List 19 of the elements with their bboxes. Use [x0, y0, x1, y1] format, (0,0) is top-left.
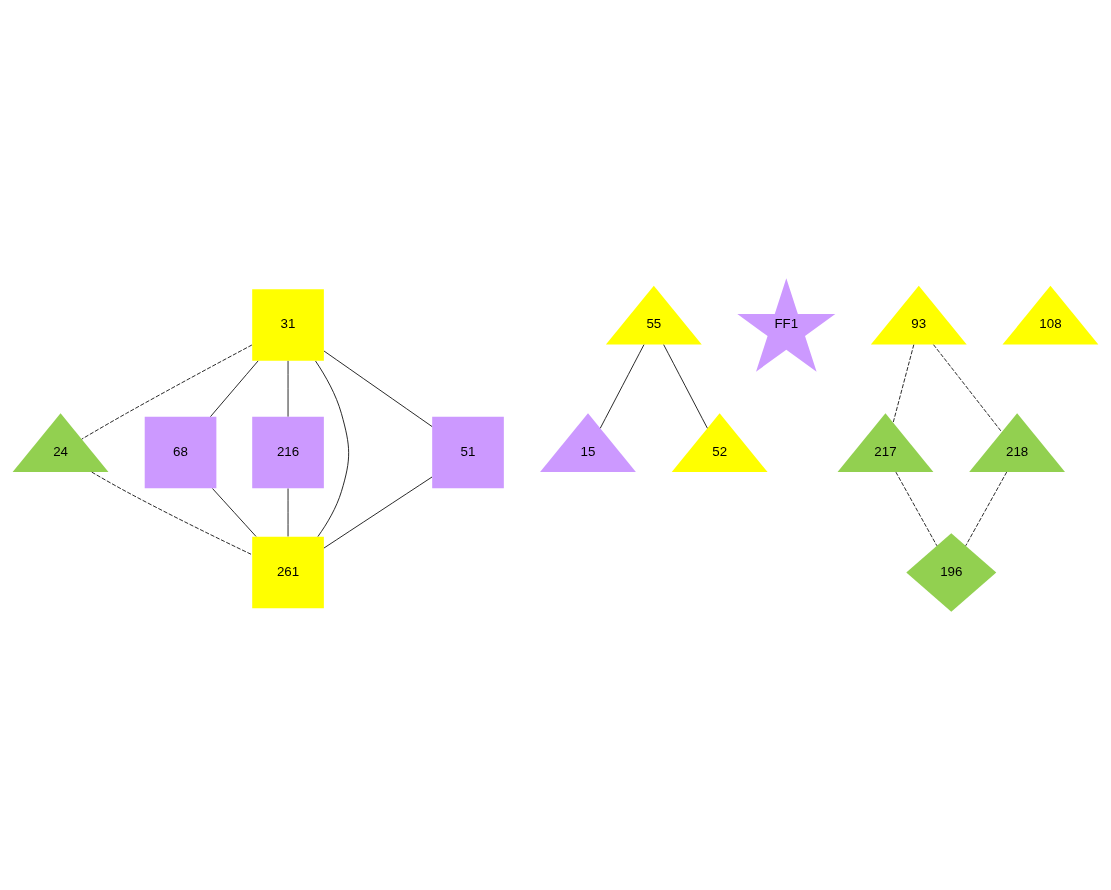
node-box: 261: [252, 536, 324, 609]
node-box: 68: [144, 416, 217, 489]
node-box: 216: [252, 416, 324, 489]
connector: [323, 476, 433, 549]
node-diamond: 196: [906, 533, 997, 612]
connector: [895, 471, 938, 547]
connector: [212, 488, 257, 537]
connector: [91, 471, 253, 556]
connector: [81, 344, 253, 440]
connector: [933, 344, 1003, 433]
connector: [965, 471, 1008, 547]
connector: [323, 350, 433, 427]
connector: [663, 344, 708, 429]
connector: [315, 360, 350, 537]
connector: [210, 360, 259, 418]
connector: [599, 344, 645, 429]
node-box: 31: [252, 289, 324, 361]
connector: [892, 344, 915, 424]
node-box: 51: [432, 416, 504, 489]
